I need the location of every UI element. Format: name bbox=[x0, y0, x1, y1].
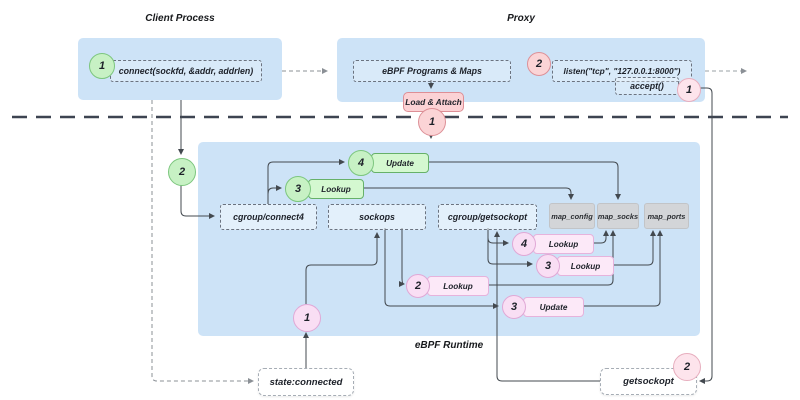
client-title: Client Process bbox=[145, 13, 215, 24]
runtime-title: eBPF Runtime bbox=[414, 340, 484, 351]
green-update-box: Update bbox=[371, 153, 429, 173]
state-connected-box: state:connected bbox=[258, 368, 354, 396]
map-socks-box: map_socks bbox=[597, 203, 639, 229]
proxy-title: Proxy bbox=[507, 13, 535, 24]
listen-syscall-box: listen("tcp", "127.0.0.1:8000") bbox=[552, 60, 692, 82]
step-circle-getsockopt: 2 bbox=[673, 353, 701, 381]
step-circle-connect: 1 bbox=[89, 53, 115, 79]
step-circle-pink-update-ports: 3 bbox=[502, 295, 526, 319]
pink-update-ports-box: Update bbox=[523, 297, 584, 317]
prog-sockops: sockops bbox=[328, 204, 426, 230]
step-circle-pink-lookup-ports: 3 bbox=[536, 254, 560, 278]
map-ports-box: map_ports bbox=[644, 203, 689, 229]
prog-cgroup-getsockopt: cgroup/getsockopt bbox=[438, 204, 537, 230]
step-circle-green-update: 4 bbox=[348, 150, 374, 176]
prog-cgroup-connect4: cgroup/connect4 bbox=[220, 204, 317, 230]
step-circle-green-lookup: 3 bbox=[285, 176, 311, 202]
pink-lookup-sockops-box: Lookup bbox=[427, 276, 489, 296]
connect-syscall-box: connect(sockfd, &addr, addrlen) bbox=[110, 60, 262, 82]
runtime-panel bbox=[198, 142, 700, 336]
step-circle-load: 1 bbox=[418, 108, 446, 136]
ebpf-programs-box: eBPF Programs & Maps bbox=[353, 60, 511, 82]
step-circle-accept: 1 bbox=[677, 78, 701, 102]
proxy-panel bbox=[337, 38, 705, 102]
step-circle-sockops-trigger: 1 bbox=[293, 304, 321, 332]
step-circle-listen: 2 bbox=[527, 52, 551, 76]
pink-lookup-socks-box: Lookup bbox=[533, 234, 594, 254]
step-circle-pink-lookup-socks: 4 bbox=[512, 232, 536, 256]
green-lookup-box: Lookup bbox=[308, 179, 364, 199]
step-circle-connect4: 2 bbox=[168, 158, 196, 186]
step-circle-pink-lookup-sockops: 2 bbox=[406, 274, 430, 298]
accept-syscall-box: accept() bbox=[615, 77, 679, 95]
pink-lookup-ports-box: Lookup bbox=[557, 256, 614, 276]
map-config-box: map_config bbox=[549, 203, 595, 229]
